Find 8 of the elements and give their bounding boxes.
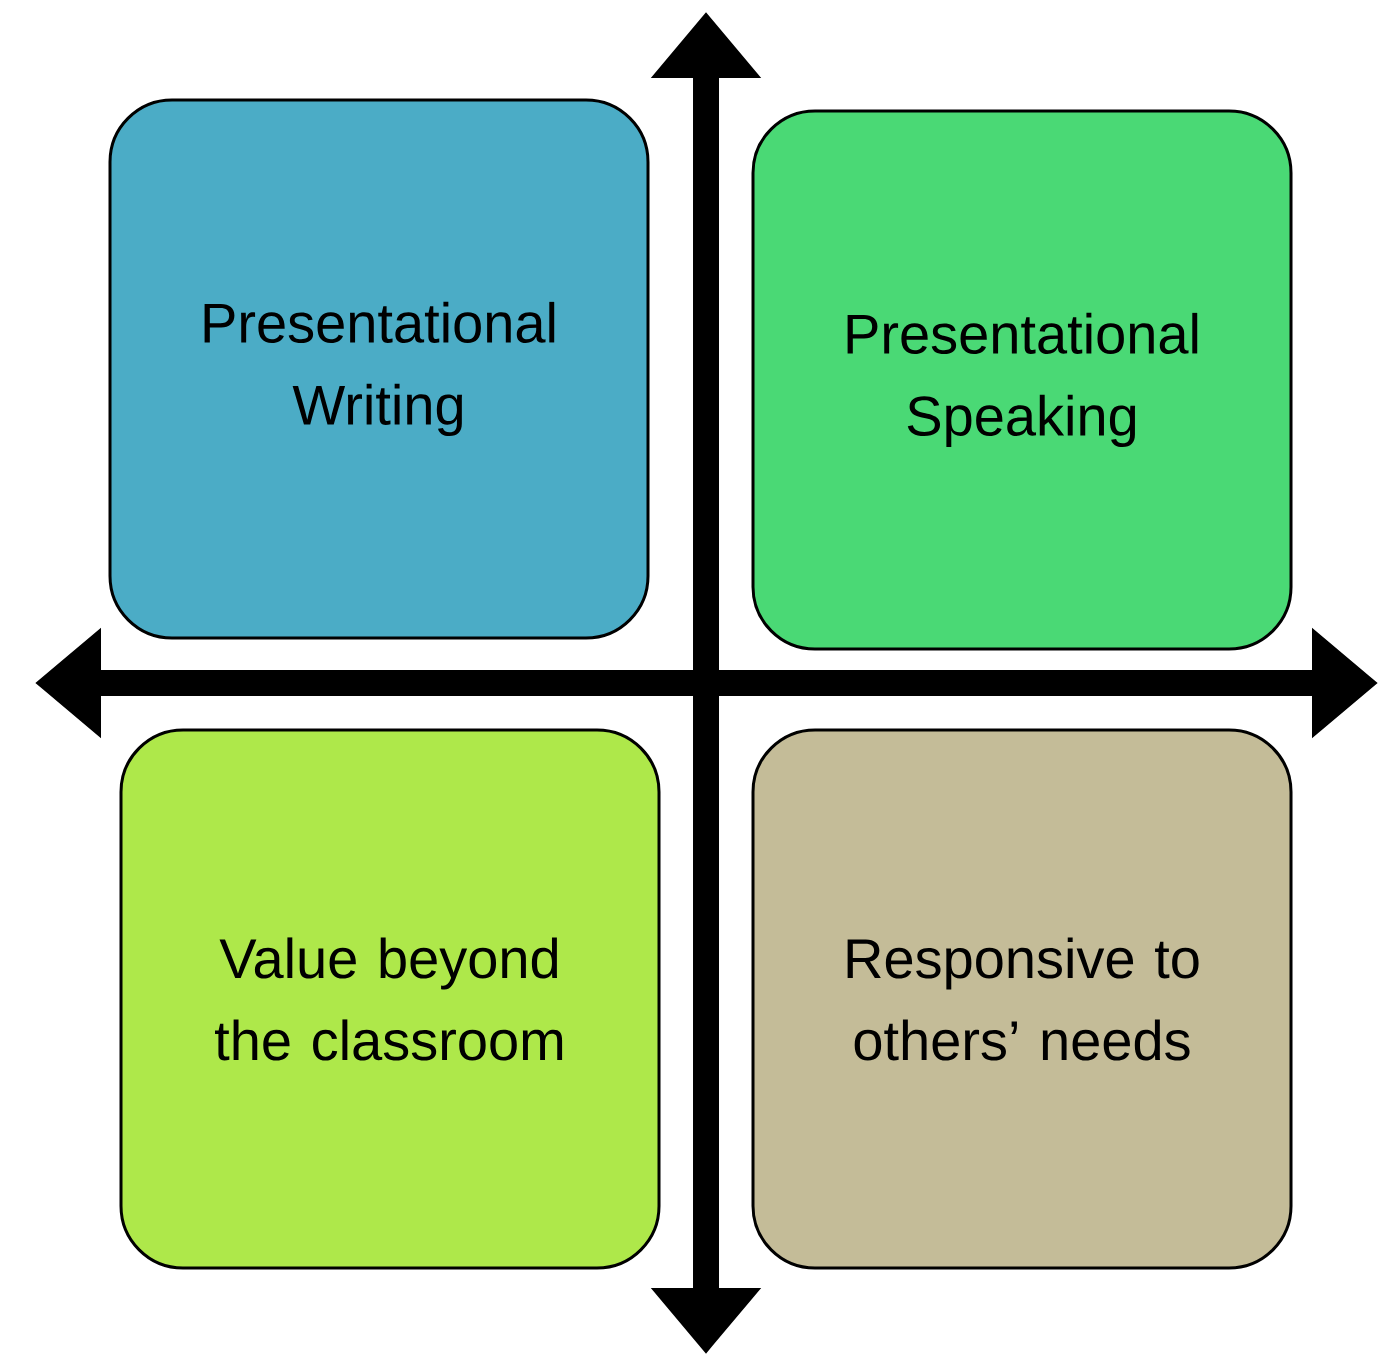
quadrant-box	[108, 98, 650, 640]
quadrant-box	[751, 728, 1293, 1270]
quadrant-box	[119, 728, 661, 1270]
node-label: Value beyond the classroom	[215, 937, 563, 1061]
node-label: Presentational Writing	[204, 301, 555, 437]
node-label: Presentational Speaking	[847, 312, 1198, 448]
quadrant-box	[751, 109, 1293, 651]
node-label: Responsive to others’ needs	[847, 937, 1199, 1061]
